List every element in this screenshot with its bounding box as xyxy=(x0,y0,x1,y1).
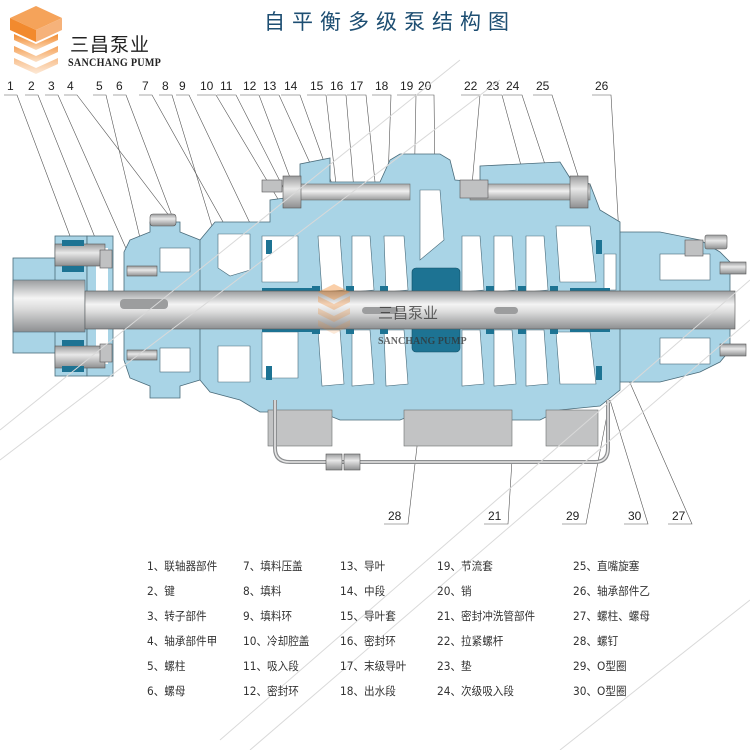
legend-item: 25、直嘴旋塞 xyxy=(573,559,640,573)
callout-label-16: 16 xyxy=(330,79,344,93)
legend-item: 12、密封环 xyxy=(243,684,299,698)
watermark-cn: 三昌泵业 xyxy=(378,304,438,322)
callout-leader-14 xyxy=(281,94,333,185)
callout-label-24: 24 xyxy=(506,79,520,93)
callout-label-18: 18 xyxy=(375,79,389,93)
callout-label-9: 9 xyxy=(179,79,186,93)
legend-item: 11、吸入段 xyxy=(243,659,299,673)
callout-label-29: 29 xyxy=(566,509,580,523)
legend-item: 4、轴承部件甲 xyxy=(147,634,218,648)
callout-label-8: 8 xyxy=(162,79,169,93)
shaft xyxy=(84,290,736,330)
callout-label-1: 1 xyxy=(7,79,14,93)
callout-leader-9 xyxy=(176,94,259,241)
legend-item: 19、节流套 xyxy=(437,559,493,573)
legend-item: 17、末级导叶 xyxy=(340,659,407,673)
legend-item: 3、转子部件 xyxy=(147,609,207,623)
flush-pipe xyxy=(273,400,610,471)
brand-logo-icon xyxy=(10,6,62,74)
legend-item: 16、密封环 xyxy=(340,634,396,648)
callout-label-30: 30 xyxy=(628,509,642,523)
legend-item: 1、联轴器部件 xyxy=(147,559,218,573)
pump-casing xyxy=(199,153,621,421)
callout-label-4: 4 xyxy=(67,79,74,93)
callout-leader-27 xyxy=(619,359,693,525)
legend-item: 24、次级吸入段 xyxy=(437,684,514,698)
callout-label-27: 27 xyxy=(672,509,686,523)
legend-item: 10、冷却腔盖 xyxy=(243,634,310,648)
legend-item: 8、填料 xyxy=(243,584,282,598)
legend-item: 14、中段 xyxy=(340,584,386,598)
callout-leader-2 xyxy=(25,94,105,261)
callout-label-2: 2 xyxy=(28,79,35,93)
callout-leader-26 xyxy=(592,94,621,253)
legend-item: 22、拉紧螺杆 xyxy=(437,634,504,648)
callout-label-12: 12 xyxy=(243,79,257,93)
watermark-center: 三昌泵业 SANCHANG PUMP xyxy=(318,284,467,347)
coupling xyxy=(12,235,114,377)
legend-item: 2、键 xyxy=(147,584,175,598)
legend-item: 23、垫 xyxy=(437,659,472,673)
legend-item: 28、螺钉 xyxy=(573,634,619,648)
callout-leader-15 xyxy=(307,94,341,221)
legend-item: 20、销 xyxy=(437,584,472,598)
callout-label-19: 19 xyxy=(400,79,414,93)
legend-item: 26、轴承部件乙 xyxy=(573,584,650,598)
legend-item: 13、导叶 xyxy=(340,559,386,573)
legend-item: 7、填料压盖 xyxy=(243,559,303,573)
watermark-diagonal xyxy=(0,59,750,750)
legend-item: 21、密封冲洗管部件 xyxy=(437,609,536,623)
callout-leader-22 xyxy=(461,94,481,186)
diagram-title: 自平衡多级泵结构图 xyxy=(264,10,516,34)
bearing-housing-right xyxy=(599,231,747,383)
callout-label-5: 5 xyxy=(96,79,103,93)
callout-label-22: 22 xyxy=(464,79,478,93)
callout-label-10: 10 xyxy=(200,79,214,93)
pump-feet xyxy=(267,409,599,447)
callout-label-3: 3 xyxy=(48,79,55,93)
callout-label-6: 6 xyxy=(116,79,123,93)
callout-label-17: 17 xyxy=(350,79,364,93)
callout-label-25: 25 xyxy=(536,79,550,93)
callout-label-21: 21 xyxy=(488,509,502,523)
brand-name-en: SANCHANG PUMP xyxy=(68,57,162,69)
legend-item: 9、填料环 xyxy=(243,609,293,623)
callout-label-28: 28 xyxy=(388,509,402,523)
callout-label-26: 26 xyxy=(595,79,609,93)
legend-item: 15、导叶套 xyxy=(340,609,396,623)
legend-item: 27、螺柱、螺母 xyxy=(573,609,650,623)
callout-label-7: 7 xyxy=(142,79,149,93)
callout-label-15: 15 xyxy=(310,79,324,93)
callout-leader-5 xyxy=(93,94,151,281)
legend-item: 6、螺母 xyxy=(147,684,186,698)
callout-label-14: 14 xyxy=(284,79,298,93)
callout-leader-30 xyxy=(609,399,649,525)
callout-leader-3 xyxy=(45,94,141,281)
tie-rods xyxy=(261,175,591,209)
legend-item: 30、O型圈 xyxy=(573,684,627,698)
callout-leader-4 xyxy=(64,94,181,231)
callout-leader-18 xyxy=(372,94,392,181)
callout-leader-1 xyxy=(4,94,71,237)
callout-leader-21 xyxy=(484,459,513,525)
callout-label-20: 20 xyxy=(418,79,432,93)
callout-label-13: 13 xyxy=(263,79,277,93)
legend-item: 29、O型圈 xyxy=(573,659,627,673)
watermark-en: SANCHANG PUMP xyxy=(378,336,467,347)
callout-label-11: 11 xyxy=(220,79,233,93)
legend-item: 18、出水段 xyxy=(340,684,396,698)
callout-leader-25 xyxy=(533,94,581,183)
brand-name-cn: 三昌泵业 xyxy=(70,34,151,56)
legend-item: 5、螺柱 xyxy=(147,659,186,673)
